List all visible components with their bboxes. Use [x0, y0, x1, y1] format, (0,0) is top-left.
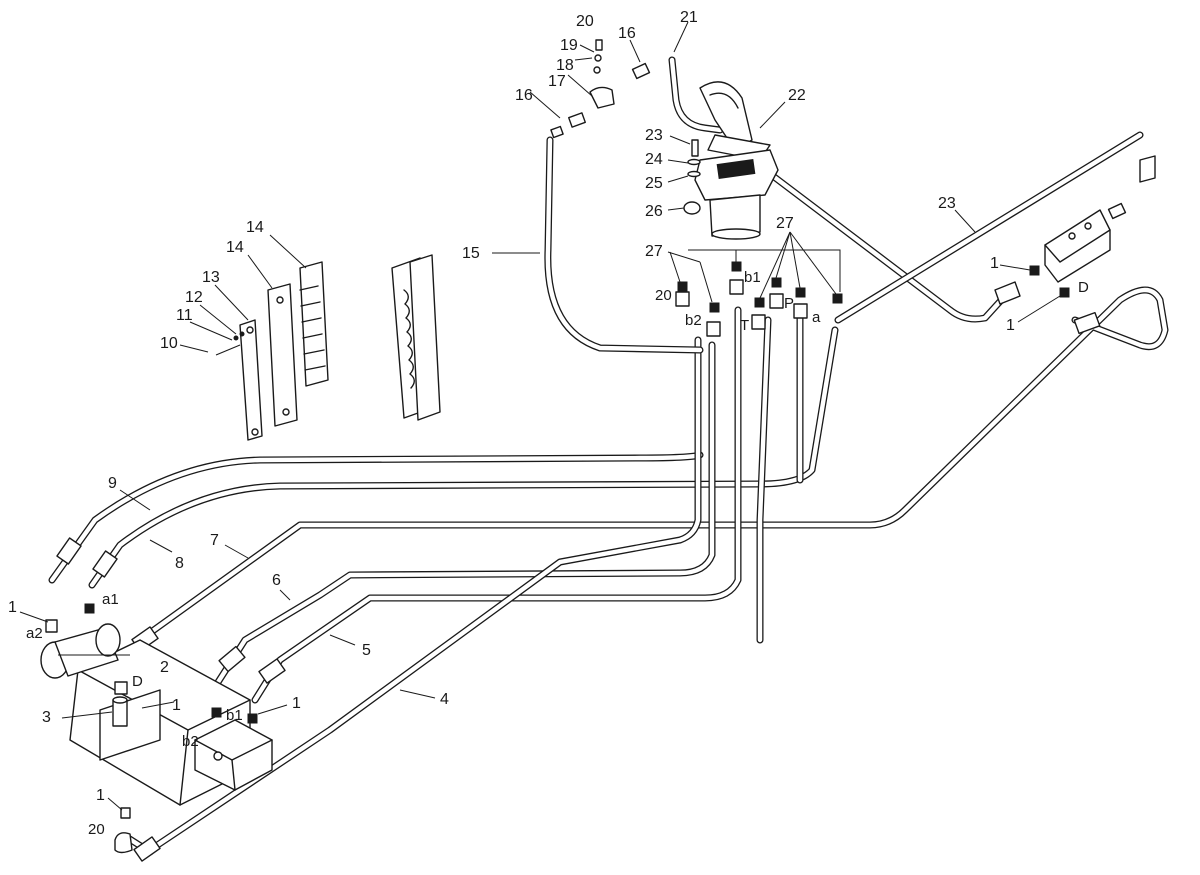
callout-1: 1	[96, 787, 105, 804]
port-label-a2: a2	[26, 625, 43, 642]
callout-11: 11	[176, 307, 193, 324]
callout-20: 20	[576, 13, 594, 30]
callout-24: 24	[645, 151, 663, 168]
callout-1: 1	[8, 599, 17, 616]
callout-21: 21	[680, 9, 698, 26]
valve-block	[40, 623, 273, 806]
callout-10: 10	[160, 335, 178, 352]
port-label-b2: b2	[685, 312, 702, 329]
seal-strips	[215, 254, 441, 441]
callout-1: 1	[990, 255, 999, 272]
port-label-t: T	[740, 317, 749, 334]
callout-3: 3	[42, 709, 51, 726]
callout-27: 27	[645, 243, 663, 260]
callout-9: 9	[108, 475, 117, 492]
callout-1: 1	[292, 695, 301, 712]
callout-2: 2	[160, 659, 169, 676]
callout-8: 8	[175, 555, 184, 572]
callout-19: 19	[560, 37, 578, 54]
callout-14: 14	[246, 219, 264, 236]
callout-6: 6	[272, 572, 281, 589]
callout-13: 13	[202, 269, 220, 286]
hose-7	[136, 286, 1169, 644]
callout-labels: 1 1 1 1 1 1 2 3 4 5 6 7 8 9 10 11 12 13 …	[8, 9, 1015, 804]
fittings	[45, 39, 1127, 854]
callout-15: 15	[462, 245, 480, 262]
callout-23: 23	[938, 195, 956, 212]
callout-4: 4	[440, 691, 449, 708]
port-label-b1: b1	[226, 707, 243, 724]
callout-7: 7	[210, 532, 219, 549]
callout-23: 23	[645, 127, 663, 144]
hose-ferrules	[56, 311, 1101, 862]
callout-1: 1	[172, 697, 181, 714]
callout-1: 1	[1006, 317, 1015, 334]
callout-16: 16	[618, 25, 636, 42]
port-label-20: 20	[655, 287, 672, 304]
callout-22: 22	[788, 87, 806, 104]
port-labels: a1 a2 D b1 b2 20 20 b2 b1 T P a D	[26, 269, 1089, 838]
callout-12: 12	[185, 289, 203, 306]
hose-15	[544, 136, 704, 354]
callout-5: 5	[362, 642, 371, 659]
callout-14: 14	[226, 239, 244, 256]
hose-9	[48, 451, 704, 584]
callout-26: 26	[645, 203, 663, 220]
callout-17: 17	[548, 73, 566, 90]
port-label-20: 20	[88, 821, 105, 838]
callout-18: 18	[556, 57, 574, 74]
port-label-d: D	[132, 673, 143, 690]
callout-27: 27	[776, 215, 794, 232]
leader-lines	[19, 21, 1061, 811]
port-label-d: D	[1078, 279, 1089, 296]
port-label-p: P	[784, 295, 794, 312]
manifold-bracket	[1044, 155, 1156, 283]
port-label-a1: a1	[102, 591, 119, 608]
callout-25: 25	[645, 175, 663, 192]
hose-group	[48, 56, 1169, 856]
port-label-b2: b2	[182, 733, 199, 750]
pilot-valve	[694, 81, 779, 240]
callout-16: 16	[515, 87, 533, 104]
port-label-a: a	[812, 309, 821, 326]
port-label-b1: b1	[744, 269, 761, 286]
